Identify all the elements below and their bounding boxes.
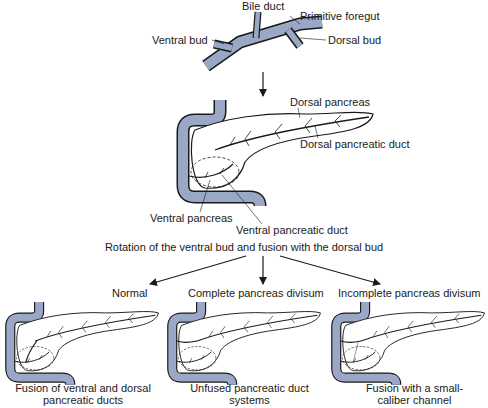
part-label: Ventral pancreatic duct	[236, 224, 348, 236]
dorsal-bud	[288, 30, 300, 46]
rotation-stage	[183, 100, 373, 206]
branch-arrow	[150, 256, 246, 284]
small-caliber-channel	[353, 343, 358, 362]
branch-arrow	[262, 256, 263, 284]
outcome-label: Incomplete pancreas divisum	[338, 287, 480, 299]
part-label: Ventral bud	[152, 34, 208, 46]
incomplete-divisum	[336, 302, 484, 385]
dorsal-bud-outline	[288, 30, 300, 46]
outcome-caption: Fusion of ventral and dorsal pancreatic …	[8, 382, 158, 406]
stage-caption: Rotation of the ventral bud and fusion w…	[0, 241, 488, 253]
ventral-bud	[214, 44, 232, 48]
ventral-bud-outline	[214, 44, 232, 48]
pancreas-drawing	[172, 302, 320, 385]
pancreas-drawing	[183, 100, 373, 206]
outcome-label: Complete pancreas divisum	[188, 287, 324, 299]
dorsal-duct-papilla	[177, 341, 197, 342]
complete-divisum	[172, 302, 320, 385]
stage-arrow	[262, 72, 263, 96]
bile-duct	[256, 12, 258, 38]
outcome-caption: Unfused pancreatic duct systems	[182, 382, 317, 406]
pancreas-drawing	[10, 302, 158, 385]
branch-arrow	[280, 256, 380, 284]
part-label: Dorsal bud	[328, 34, 381, 46]
leader-line	[200, 108, 318, 224]
pancreas-drawing	[336, 302, 484, 385]
normal-pancreas	[10, 302, 158, 385]
outcome-caption: Fusion with a small-caliber channel	[352, 382, 477, 406]
fused-duct	[26, 341, 37, 363]
part-label: Bile duct	[242, 0, 284, 12]
outcome-label: Normal	[112, 287, 147, 299]
dorsal-duct-papilla	[341, 341, 361, 342]
part-label: Dorsal pancreas	[290, 96, 370, 108]
part-label: Dorsal pancreatic duct	[300, 138, 409, 150]
part-label: Ventral pancreas	[150, 212, 233, 224]
part-label: Primitive foregut	[300, 10, 379, 22]
bile-duct-outline	[256, 12, 258, 38]
